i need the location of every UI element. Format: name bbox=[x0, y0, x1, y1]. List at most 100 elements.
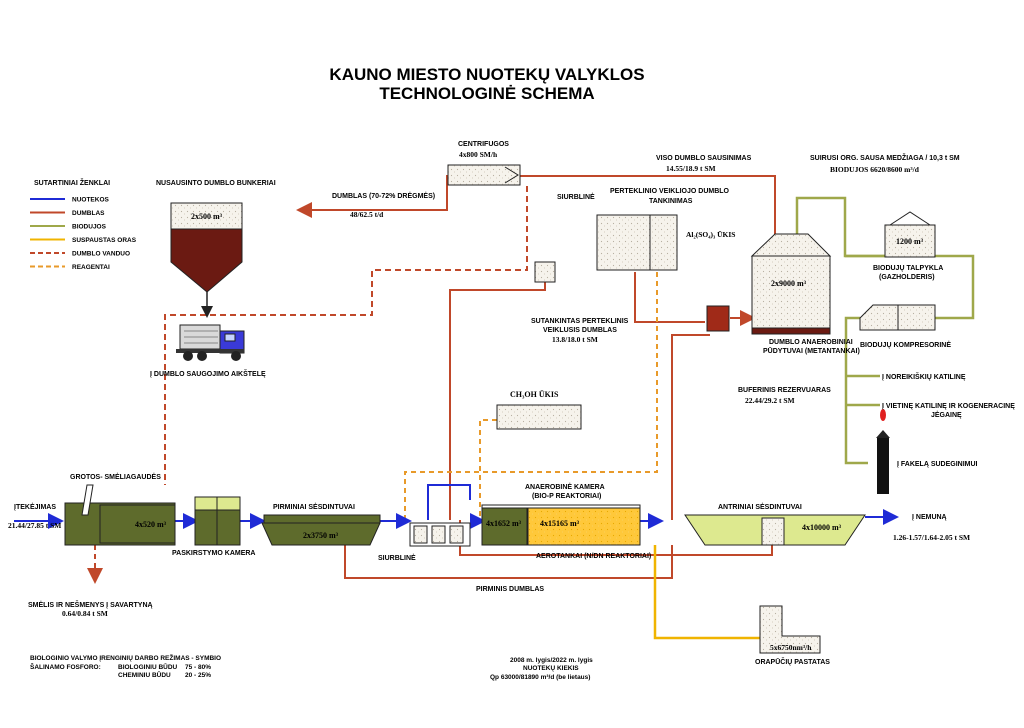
mixing-chamber bbox=[194, 496, 241, 546]
gasholder-label-1: BIODUJŲ TALPYKLA bbox=[873, 265, 943, 272]
flare-icon bbox=[876, 409, 890, 494]
anaerobic-label: ANAEROBINĖ KAMERA bbox=[525, 483, 605, 491]
air-pipe bbox=[653, 545, 760, 640]
footer-flow-title: NUOTEKŲ KIEKIS bbox=[523, 665, 579, 672]
methanol-tank bbox=[496, 404, 582, 430]
digester-volume: 2x9000 m³ bbox=[771, 279, 807, 288]
sludge-bunker: 2x500 m³ bbox=[170, 202, 243, 293]
centrifuges bbox=[447, 164, 521, 186]
primary-sludge-label: PIRMINIS DUMBLAS bbox=[476, 586, 544, 593]
footer: BIOLOGINIO VALYMO ĮRENGINIŲ DARBO REŽIMA… bbox=[30, 653, 593, 681]
inflow-value: 21.44/27.85 t SM bbox=[8, 521, 61, 530]
thickened-label-1: SUTANKINTAS PERTEKLINIS bbox=[531, 318, 629, 325]
legend-label-4: SUSPAUSTAS ORAS bbox=[72, 237, 137, 244]
gasholder-label-2: (GAZHOLDERIS) bbox=[879, 274, 935, 281]
sand-value: 0.64/0.84 t SM bbox=[62, 609, 108, 618]
footer-bio-label: BIOLOGINIU BŪDU bbox=[118, 663, 178, 671]
primary-clarifier: 2x3750 m³ bbox=[261, 514, 381, 546]
organic-label: SUIRUSI ORG. SAUSA MEDŽIAGA / 10,3 t SM bbox=[810, 153, 960, 162]
biogas-pipe-distribution bbox=[844, 316, 868, 465]
storage-label: Į DUMBLO SAUGOJIMO AIKŠTELĘ bbox=[150, 369, 266, 378]
digester-label-1: DUMBLO ANAEROBINIAI bbox=[769, 339, 853, 346]
secondary-clarifier: 4x10000 m³ bbox=[684, 514, 866, 546]
secondary-label: ANTRINIAI SĖSDINTUVAI bbox=[718, 503, 802, 511]
reagent-alum-pipe bbox=[404, 272, 658, 520]
bio-reactor: 4x1652 m³ 4x15165 m³ bbox=[481, 504, 641, 546]
footer-chem-value: 20 - 25% bbox=[185, 672, 211, 679]
sludge-to-bunker-pipe bbox=[296, 175, 448, 218]
legend: SUTARTINIAI ŽENKLAI NUOTEKOSDUMBLASBIODU… bbox=[30, 178, 137, 271]
secondary-volume: 4x10000 m³ bbox=[802, 523, 842, 532]
compressor-building bbox=[859, 304, 936, 331]
bunker-volume: 2x500 m³ bbox=[191, 212, 223, 221]
centrifuges-label: CENTRIFUGOS bbox=[458, 141, 509, 148]
blower-building bbox=[759, 605, 821, 654]
thickening-label-2: TANKINIMAS bbox=[649, 198, 693, 205]
title-line-2: TECHNOLOGINĖ SCHEMA bbox=[379, 84, 594, 103]
footer-bio-value: 75 - 80% bbox=[185, 664, 211, 671]
mixing-label: PASKIRSTYMO KAMERA bbox=[172, 550, 255, 557]
legend-label-6: REAGENTAI bbox=[72, 264, 110, 271]
pump-recirculation-pipe bbox=[427, 484, 471, 520]
legend-heading: SUTARTINIAI ŽENKLAI bbox=[34, 178, 110, 187]
outflow-value: 1.26-1.57/1.64-2.05 t SM bbox=[893, 533, 970, 542]
legend-label-1: NUOTEKOS bbox=[72, 197, 110, 204]
legend-label-5: DUMBLO VANDUO bbox=[72, 251, 130, 258]
labels: GROTOS- SMĖLIAGAUDĖS ĮTEKĖJIMAS 21.44/27… bbox=[8, 141, 1015, 666]
footer-flow-value: Qp 63000/81890 m³/d (be lietaus) bbox=[490, 674, 590, 681]
gasholder: 1200 m³ bbox=[884, 211, 936, 258]
aeration-volume: 4x15165 m³ bbox=[540, 519, 580, 528]
thickened-label-2: VEIKLUSIS DUMBLAS bbox=[543, 327, 617, 334]
anaerobic-volume: 4x1652 m³ bbox=[486, 519, 522, 528]
legend-label-3: BIODUJOS bbox=[72, 224, 107, 231]
title-line-1: KAUNO MIESTO NUOTEKŲ VALYKLOS bbox=[329, 65, 644, 84]
boiler-label: Į NOREIKIŠKIŲ KATILINĘ bbox=[882, 372, 966, 381]
digester-label-2: PŪDYTUVAI (METANTANKAI) bbox=[763, 347, 860, 355]
sludge-drying-pipe bbox=[520, 175, 776, 236]
flare-label: Į FAKELĄ SUDEGINIMUI bbox=[897, 461, 978, 468]
buffer-value: 22.44/29.2 t SM bbox=[745, 396, 795, 405]
footer-phosphorus: ŠALINAMO FOSFORO: bbox=[30, 662, 101, 671]
blower-label: ORAPŪČIŲ PASTATAS bbox=[755, 657, 830, 666]
gasholder-volume: 1200 m³ bbox=[896, 237, 924, 246]
screens-tank: 4x520 m³ bbox=[64, 484, 176, 546]
outflow-label: Į NEMUNĄ bbox=[912, 514, 947, 521]
truck-icon bbox=[176, 324, 245, 361]
primary-label: PIRMINIAI SĖSDINTUVAI bbox=[273, 503, 355, 511]
sand-label: SMĖLIS IR NEŠMENYS Į SAVARTYNĄ bbox=[28, 600, 153, 609]
reagent-methanol-pipe bbox=[479, 419, 497, 520]
cogen-label-2: JĖGAINĘ bbox=[931, 411, 962, 419]
footer-mode: BIOLOGINIO VALYMO ĮRENGINIŲ DARBO REŽIMA… bbox=[30, 653, 221, 662]
inflow-label: ĮTEKĖJIMAS bbox=[14, 503, 56, 511]
buffer-tank bbox=[706, 305, 730, 332]
pump2-label: SIURBLINĖ bbox=[557, 193, 595, 201]
thickened-value: 13.8/18.0 t SM bbox=[552, 335, 598, 344]
screens-label: GROTOS- SMĖLIAGAUDĖS bbox=[70, 473, 161, 481]
aeration-label: AEROTANKAI (N/DN REAKTORIAI) bbox=[536, 553, 651, 560]
sludge-wet-value: 48/62.5 t/d bbox=[350, 210, 384, 219]
thickening-label-1: PERTEKLINIO VEIKLIOJO DUMBLO bbox=[610, 188, 730, 195]
anaerobic-sub-label: (BIO-P REAKTORIAI) bbox=[532, 493, 601, 500]
drying-label: VISO DUMBLO SAUSINIMAS bbox=[656, 155, 752, 162]
sludge-wet-label: DUMBLAS (70-72% DRĖGMĖS) bbox=[332, 192, 435, 200]
methanol-label: CH₃OH ŪKIS bbox=[510, 390, 559, 399]
biogas-value: BIODUJOS 6620/8600 m³/d bbox=[830, 165, 920, 174]
sludge-pump bbox=[534, 261, 556, 283]
excess-sludge-pipe bbox=[671, 334, 710, 520]
drying-value: 14.55/18.9 t SM bbox=[666, 164, 716, 173]
screens-volume: 4x520 m³ bbox=[135, 520, 167, 529]
footer-chem-label: CHEMINIU BŪDU bbox=[118, 671, 171, 679]
bunker-label: NUSAUSINTO DUMBLO BUNKERIAI bbox=[156, 180, 276, 187]
centrifuges-cap: 4x800 SM/h bbox=[459, 150, 498, 159]
compressor-label: BIODUJŲ KOMPRESORINĖ bbox=[860, 341, 951, 349]
alum-label: Al₂(SO₄)₃ ŪKIS bbox=[686, 230, 735, 239]
primary-volume: 2x3750 m³ bbox=[303, 531, 339, 540]
digester: 2x9000 m³ bbox=[750, 233, 832, 335]
buffer-label: BUFERINIS REZERVUARAS bbox=[738, 387, 831, 394]
pump-station bbox=[409, 522, 471, 547]
thickened-sludge-pipe bbox=[634, 272, 705, 323]
primary-sludge-pipe bbox=[344, 540, 673, 579]
pump-label: SIURBLINĖ bbox=[378, 554, 416, 562]
